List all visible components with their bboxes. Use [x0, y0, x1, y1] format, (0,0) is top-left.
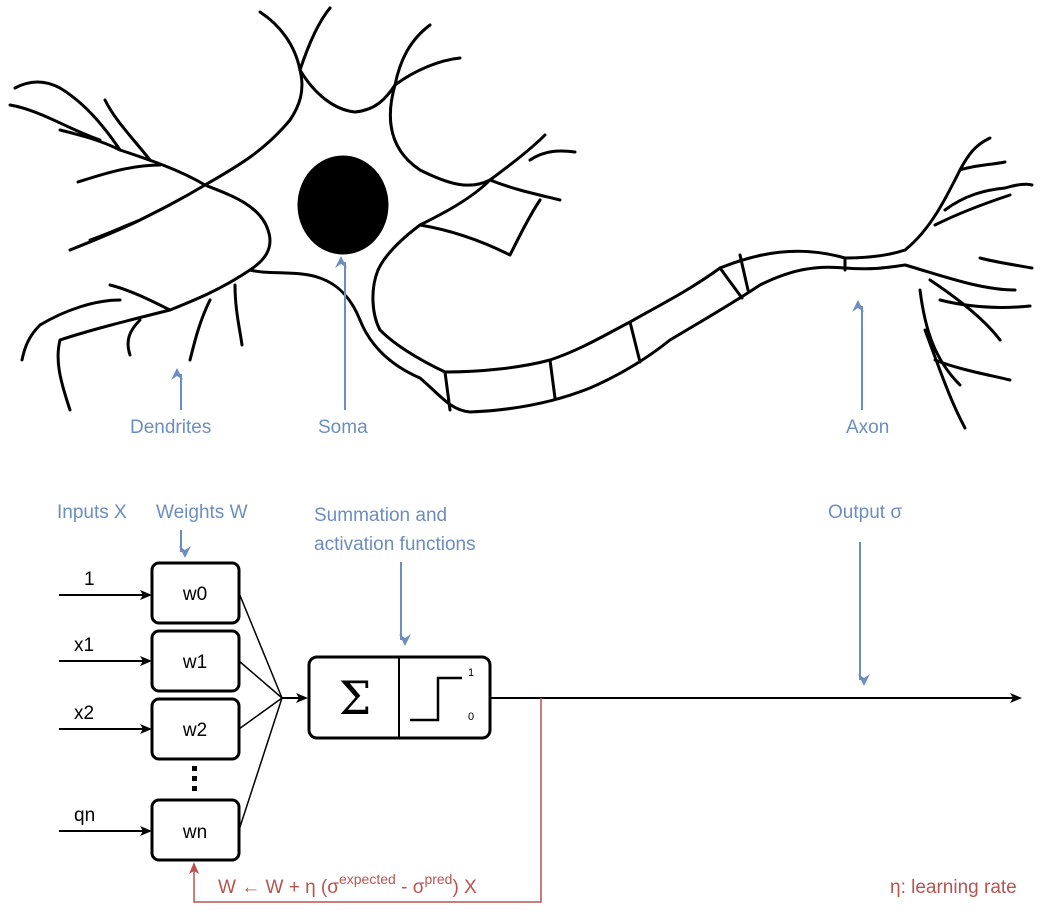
weight-label-0: w0 [182, 584, 207, 605]
input-label-3: qn [74, 805, 95, 826]
summation-title-line2: activation functions [314, 534, 476, 555]
neuron-illustration [8, 6, 1034, 430]
weight-label-3: wn [182, 822, 207, 843]
weight-box-2: w2 [150, 697, 241, 761]
update-rule: W ← W + η (σexpected - σpred) X [218, 871, 477, 898]
weight-label-2: w2 [182, 720, 207, 741]
soma-label: Soma [318, 417, 368, 438]
feedback-loop [189, 698, 542, 903]
weight-ellipsis [192, 766, 197, 791]
axon-outline-bottom [358, 263, 907, 414]
summation-title-line1: Summation and [314, 505, 447, 526]
axon-label: Axon [846, 417, 889, 438]
weight-box-3: wn [150, 798, 241, 862]
soma-outline [203, 68, 492, 332]
summation-activation-box: Σ 1 0 [307, 655, 492, 740]
weight-box-1: w1 [150, 629, 241, 693]
input-label-0: 1 [84, 569, 95, 590]
learning-rate-note: η: learning rate [890, 877, 1017, 898]
weights-title: Weights W [156, 502, 248, 523]
sum-symbol: Σ [339, 671, 372, 725]
step-high-label: 1 [468, 667, 474, 679]
weight-label-1: w1 [182, 652, 207, 673]
weight-box-0: w0 [150, 561, 241, 625]
input-label-1: x1 [74, 635, 94, 656]
weight-to-sum-lines [238, 592, 283, 831]
step-low-label: 0 [468, 711, 474, 723]
dendrites-label: Dendrites [130, 417, 211, 438]
step-function-icon [410, 676, 462, 722]
input-label-2: x2 [74, 703, 94, 724]
output-title: Output σ [828, 502, 902, 523]
dendrites-left [8, 6, 577, 412]
axon-terminals [903, 136, 1034, 430]
inputs-title: Inputs X [57, 502, 127, 523]
input-lines [59, 590, 152, 836]
nucleus [297, 155, 389, 255]
